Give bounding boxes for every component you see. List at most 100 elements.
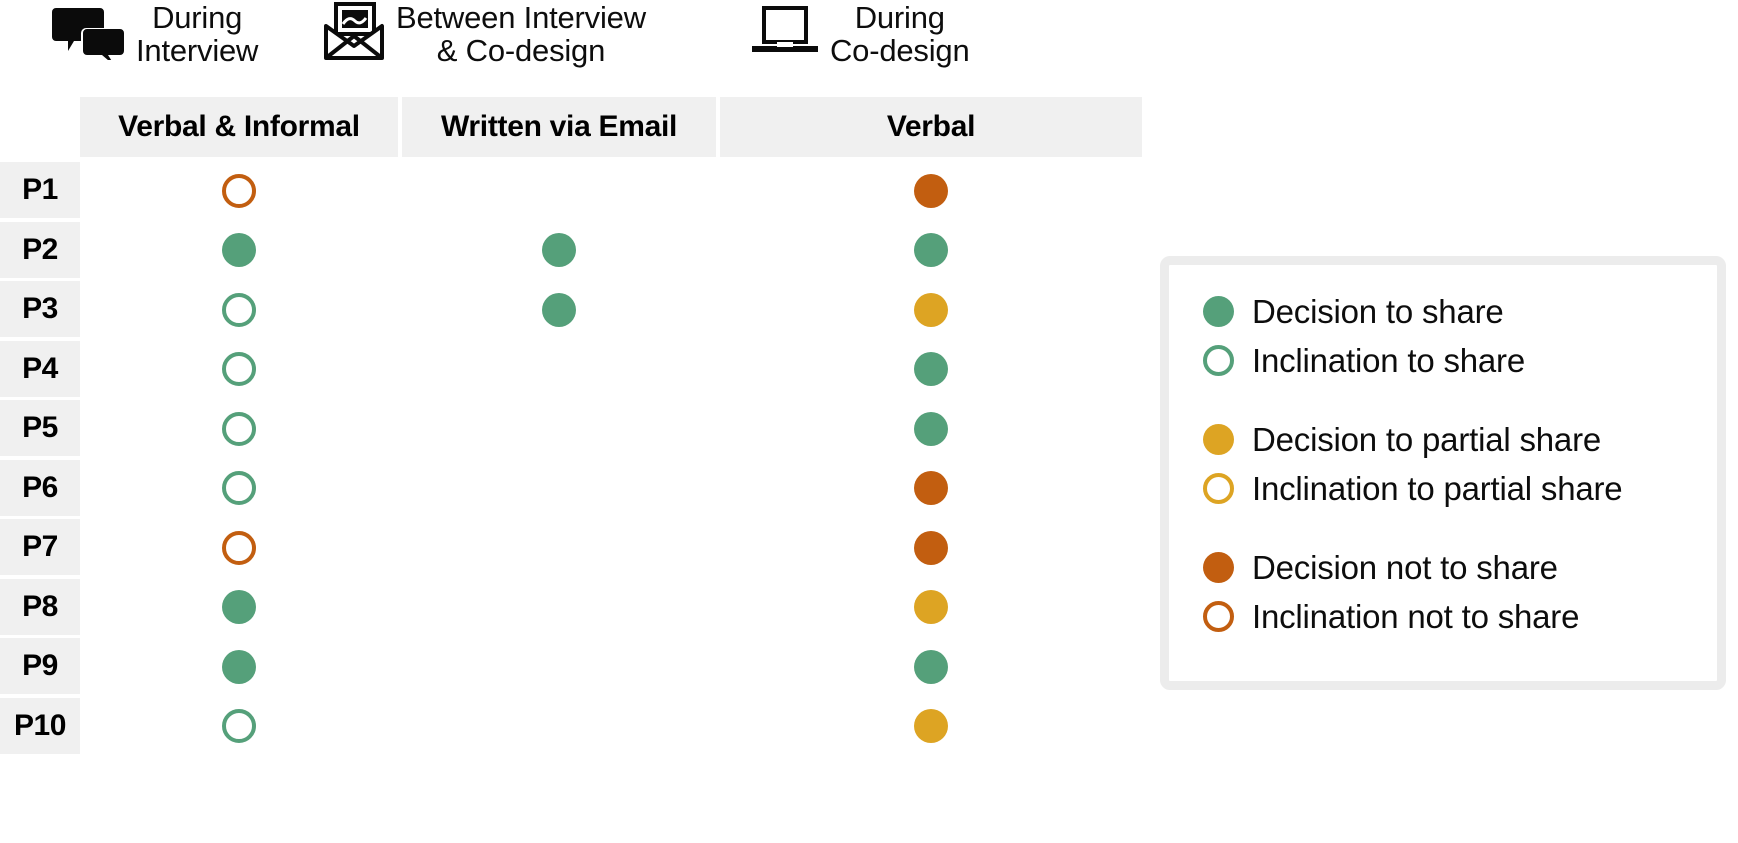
participant-label: P5: [0, 400, 80, 456]
phase-header-row: During Interview Between Interview & Co-…: [0, 0, 1142, 86]
matrix-cell: [80, 280, 398, 340]
marker-green-fill-icon: [914, 649, 948, 684]
matrix-cell: [402, 578, 716, 638]
matrix-cell: [720, 280, 1142, 340]
phase-label: Between Interview & Co-design: [396, 0, 646, 68]
participant-label: P9: [0, 638, 80, 694]
legend-item: Inclination to partial share: [1203, 464, 1717, 513]
marker-green-fill-icon: [542, 233, 576, 268]
marker-orange-open-icon: [1203, 601, 1234, 632]
matrix-cell: [80, 697, 398, 757]
matrix-cell: [720, 161, 1142, 221]
participant-label: P3: [0, 281, 80, 337]
marker-green-fill-icon: [222, 649, 256, 684]
phase-label: During Interview: [136, 0, 259, 68]
legend-item: Inclination not to share: [1203, 592, 1717, 641]
matrix-cell: [720, 518, 1142, 578]
matrix-row: P7: [0, 518, 1142, 578]
phase-label: During Co-design: [830, 0, 970, 68]
matrix-cell: [720, 637, 1142, 697]
marker-yellow-fill-icon: [914, 709, 948, 744]
legend-label: Decision not to share: [1252, 548, 1558, 586]
participant-label: P4: [0, 340, 80, 397]
marker-orange-open-icon: [222, 173, 256, 208]
column-header-written-via-email: Written via Email: [402, 97, 716, 157]
participant-label: P1: [0, 162, 80, 218]
matrix-row: P10: [0, 697, 1142, 757]
marker-green-open-icon: [222, 709, 256, 744]
open-envelope-icon: [322, 2, 386, 67]
matrix-cell: [720, 459, 1142, 519]
participant-label: P8: [0, 578, 80, 635]
legend-label: Decision to partial share: [1252, 420, 1602, 458]
matrix-row: P8: [0, 578, 1142, 638]
matrix-cell: [720, 697, 1142, 757]
column-header-band: Verbal & Informal Written via Email Verb…: [80, 97, 1142, 157]
marker-green-fill-icon: [222, 233, 256, 268]
marker-green-open-icon: [222, 471, 256, 506]
matrix-cell: [80, 578, 398, 638]
marker-green-fill-icon: [914, 352, 948, 387]
matrix-cell: [80, 459, 398, 519]
matrix-cell: [402, 518, 716, 578]
phase-during-interview: During Interview: [52, 0, 259, 68]
legend-label: Inclination to partial share: [1252, 469, 1623, 507]
matrix-cell: [402, 637, 716, 697]
matrix-cell: [402, 399, 716, 459]
marker-yellow-open-icon: [1203, 473, 1234, 504]
matrix-row: P1: [0, 161, 1142, 221]
legend-item: Inclination to share: [1203, 336, 1717, 385]
matrix-cell: [402, 459, 716, 519]
marker-yellow-fill-icon: [914, 590, 948, 625]
matrix-cell: [402, 280, 716, 340]
marker-green-fill-icon: [222, 590, 256, 625]
participant-label: P10: [0, 697, 80, 754]
matrix-cell: [402, 161, 716, 221]
matrix-cell: [720, 399, 1142, 459]
matrix-cell: [402, 221, 716, 281]
matrix-cell: [402, 340, 716, 400]
marker-orange-fill-icon: [914, 173, 948, 208]
marker-orange-fill-icon: [1203, 552, 1234, 583]
participant-label: P7: [0, 519, 80, 575]
matrix-cell: [80, 340, 398, 400]
marker-orange-fill-icon: [914, 471, 948, 506]
speech-bubbles-icon: [52, 4, 126, 67]
matrix-cell: [80, 221, 398, 281]
marker-green-open-icon: [222, 411, 256, 446]
matrix-cell: [402, 697, 716, 757]
marker-green-fill-icon: [542, 292, 576, 327]
marker-yellow-fill-icon: [1203, 424, 1234, 455]
participant-label: P2: [0, 221, 80, 278]
matrix-cell: [80, 518, 398, 578]
matrix-row: P2: [0, 221, 1142, 281]
matrix-row: P5: [0, 399, 1142, 459]
matrix-row: P6: [0, 459, 1142, 519]
legend-item: Decision to partial share: [1203, 415, 1717, 464]
marker-orange-open-icon: [222, 530, 256, 565]
column-header-verbal-informal: Verbal & Informal: [80, 97, 398, 157]
legend-item: Decision to share: [1203, 287, 1717, 336]
marker-green-open-icon: [222, 292, 256, 327]
legend-label: Inclination not to share: [1252, 597, 1580, 635]
column-header-verbal: Verbal: [720, 97, 1142, 157]
matrix-cell: [720, 340, 1142, 400]
marker-green-fill-icon: [914, 233, 948, 268]
matrix-row: P3: [0, 280, 1142, 340]
matrix-row: P9: [0, 637, 1142, 697]
matrix-cell: [80, 399, 398, 459]
laptop-icon: [750, 4, 820, 65]
participant-label: P6: [0, 459, 80, 516]
phase-during-codesign: During Co-design: [750, 0, 970, 68]
marker-green-fill-icon: [914, 411, 948, 446]
legend-label: Inclination to share: [1252, 341, 1526, 379]
matrix-cell: [720, 221, 1142, 281]
marker-green-open-icon: [1203, 345, 1234, 376]
matrix-cell: [80, 637, 398, 697]
marker-green-open-icon: [222, 352, 256, 387]
marker-orange-fill-icon: [914, 530, 948, 565]
legend-label: Decision to share: [1252, 292, 1504, 330]
